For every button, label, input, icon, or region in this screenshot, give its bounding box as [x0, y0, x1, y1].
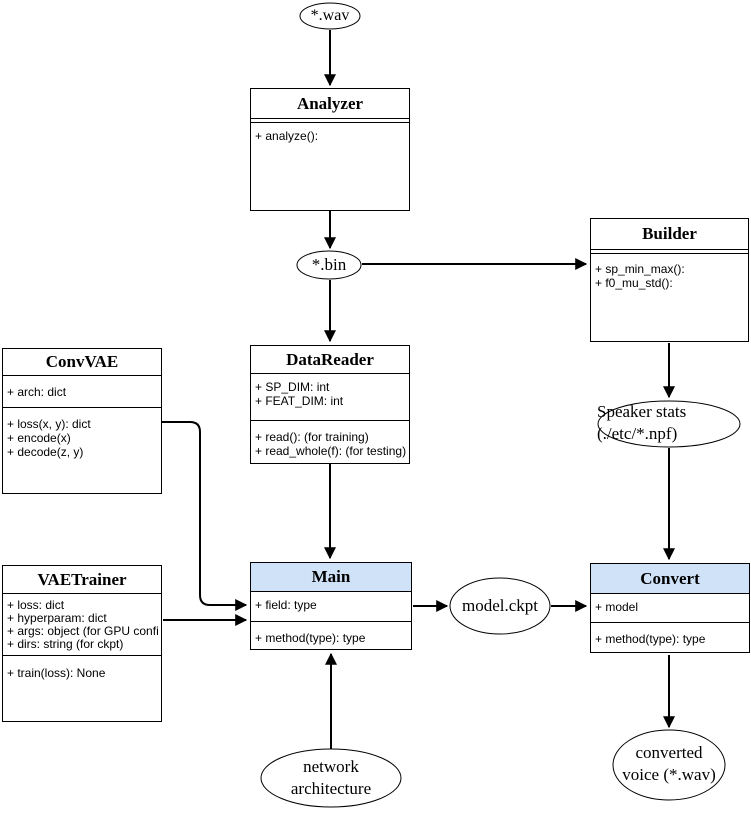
network-architecture-node-label: network architecture: [261, 756, 401, 800]
wav-node-label: *.wav: [310, 7, 350, 24]
speaker-stats-node-label: Speaker stats (./etc/*.npf): [597, 401, 743, 445]
class-vaetrainer-title: VAETrainer: [3, 566, 161, 594]
network-architecture-line1: network: [303, 757, 359, 776]
bin-ellipse: [296, 250, 362, 280]
model-ckpt-node-label: model.ckpt: [461, 596, 538, 615]
fields-compartment: + SP_DIM: int + FEAT_DIM: int: [251, 374, 409, 421]
method-item: + train(loss): None: [7, 666, 106, 680]
methods-compartment: + read(): (for training) + read_whole(f)…: [251, 421, 409, 463]
class-builder-title: Builder: [591, 219, 748, 250]
methods-compartment: + method(type): type: [251, 622, 411, 649]
bin-node-label: *.bin: [311, 255, 347, 274]
class-datareader: DataReader + SP_DIM: int + FEAT_DIM: int…: [250, 345, 410, 464]
method-item: + loss(x, y): dict: [7, 417, 91, 431]
method-item: + method(type): type: [255, 631, 366, 645]
class-vaetrainer: VAETrainer + loss: dict + hyperparam: di…: [2, 565, 162, 722]
fields-compartment: + model: [591, 594, 749, 623]
method-item: + read_whole(f): (for testing): [255, 444, 407, 458]
class-builder: Builder + sp_min_max(): + f0_mu_std():: [590, 218, 749, 342]
method-item: + decode(z, y): [7, 445, 84, 459]
converted-voice-ellipse: [612, 729, 726, 801]
methods-compartment: + loss(x, y): dict + encode(x) + decode(…: [3, 408, 161, 493]
method-item: + analyze():: [255, 129, 319, 143]
field-item: + dirs: string (for ckpt): [7, 638, 124, 651]
method-item: + read(): (for training): [255, 430, 369, 444]
converted-voice-node-label: converted voice (*.wav): [599, 742, 739, 786]
arrow-convvae-to-main: [162, 421, 248, 611]
speaker-stats-line1: Speaker stats: [597, 402, 687, 421]
speaker-stats-line2: (./etc/*.npf): [597, 424, 678, 443]
fields-compartment: + arch: dict: [3, 376, 161, 408]
wav-ellipse: [299, 2, 361, 30]
fields-compartment: + field: type: [251, 592, 411, 622]
empty-fields-divider: [591, 250, 748, 254]
class-convert: Convert + model + method(type): type: [590, 563, 750, 653]
class-analyzer-title: Analyzer: [251, 89, 409, 119]
class-main-title: Main: [251, 563, 411, 592]
empty-fields-divider: [251, 119, 409, 123]
class-convvae: ConvVAE + arch: dict + loss(x, y): dict …: [2, 348, 162, 494]
field-item: + field: type: [255, 598, 317, 612]
class-convvae-title: ConvVAE: [3, 349, 161, 376]
methods-compartment: + sp_min_max(): + f0_mu_std():: [591, 254, 748, 341]
methods-compartment: + analyze():: [251, 123, 409, 210]
method-item: + method(type): type: [595, 632, 706, 646]
class-convert-title: Convert: [591, 564, 749, 594]
model-ckpt-ellipse: [449, 577, 551, 635]
field-item: + FEAT_DIM: int: [255, 394, 344, 408]
method-item: + encode(x): [7, 431, 71, 445]
methods-compartment: + method(type): type: [591, 623, 749, 652]
field-item: + loss: dict: [7, 599, 65, 612]
speaker-stats-ellipse: [597, 400, 741, 448]
converted-voice-line2: voice (*.wav): [622, 765, 716, 784]
field-item: + model: [595, 600, 639, 614]
field-item: + arch: dict: [7, 385, 67, 399]
field-item: + args: object (for GPU confi: [7, 625, 159, 638]
converted-voice-line1: converted: [635, 743, 703, 762]
method-item: + sp_min_max():: [595, 262, 685, 276]
class-analyzer: Analyzer + analyze():: [250, 88, 410, 211]
class-datareader-title: DataReader: [251, 346, 409, 374]
class-main: Main + field: type + method(type): type: [250, 562, 412, 650]
field-item: + hyperparam: dict: [7, 612, 107, 625]
network-architecture-line2: architecture: [290, 779, 372, 798]
field-item: + SP_DIM: int: [255, 380, 330, 394]
fields-compartment: + loss: dict + hyperparam: dict + args: …: [3, 594, 161, 656]
methods-compartment: + train(loss): None: [3, 656, 161, 721]
method-item: + f0_mu_std():: [595, 276, 673, 290]
